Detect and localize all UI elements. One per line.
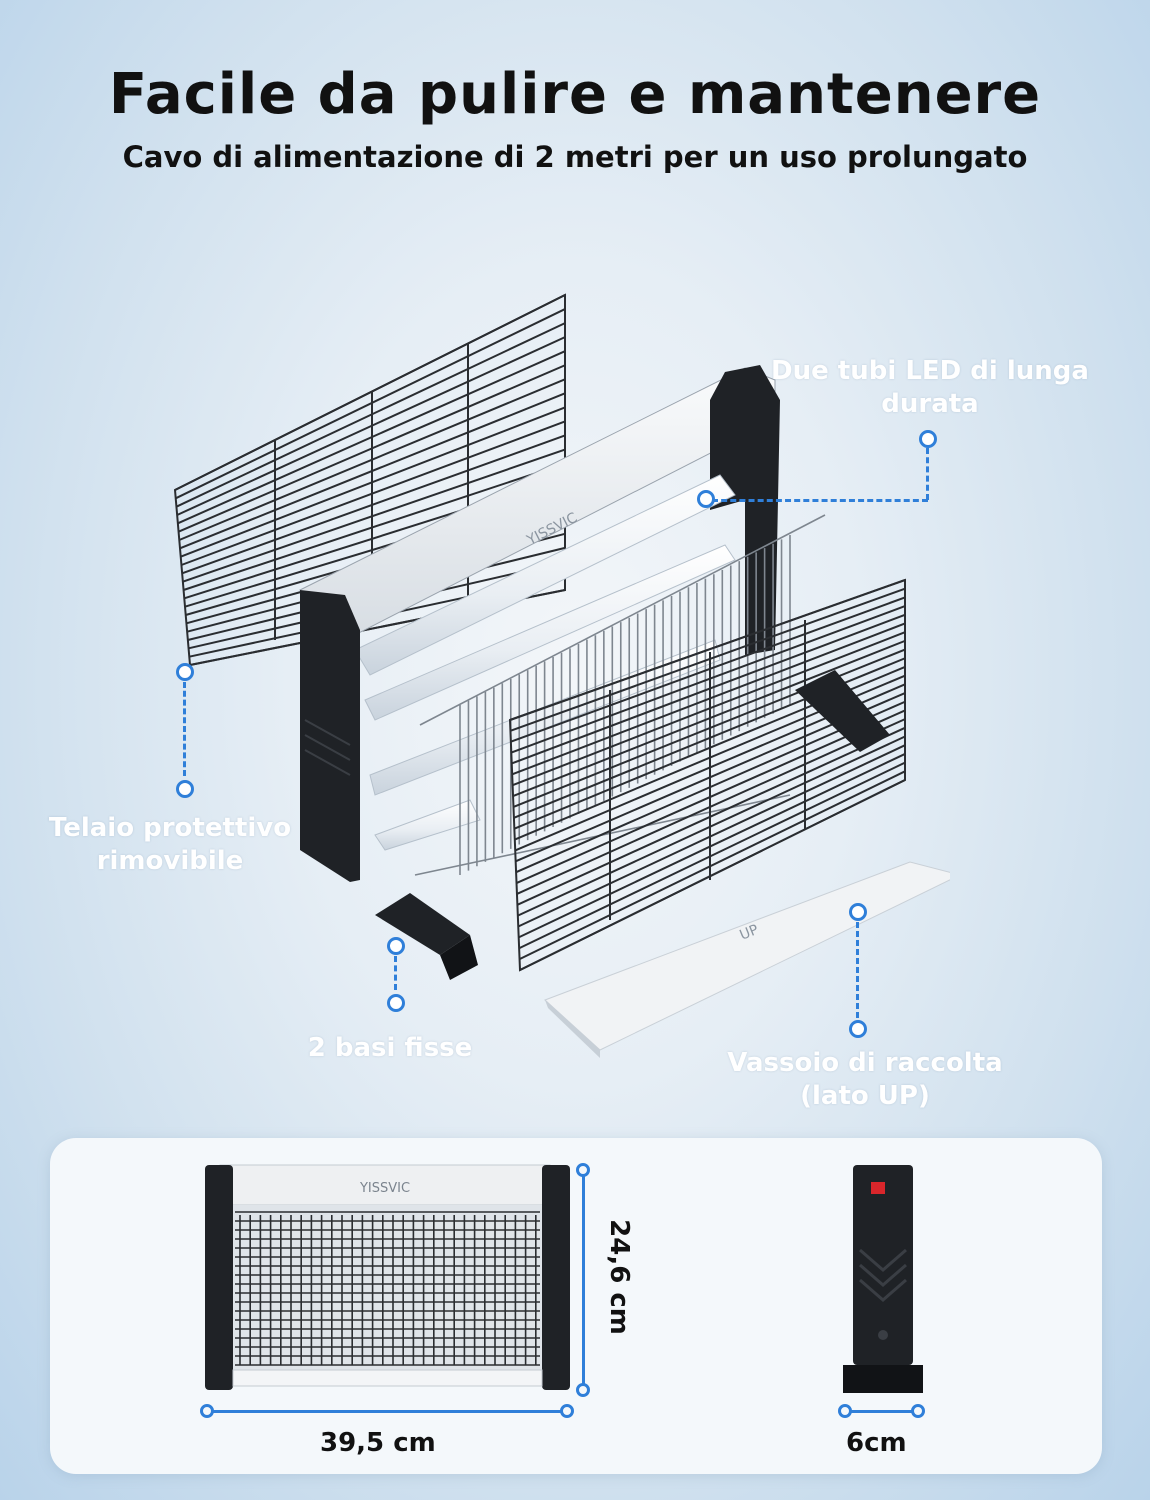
callout-dot (849, 903, 867, 921)
callout-line (394, 956, 397, 990)
power-switch-icon (871, 1182, 885, 1194)
callout-dot (176, 663, 194, 681)
dimension-endpoint (838, 1404, 852, 1418)
bug-zapper-front-view: YISSVIC (205, 1164, 570, 1390)
height-dimension-line (582, 1170, 585, 1388)
page-title: Facile da pulire e mantenere (108, 62, 1042, 127)
callout-led-tubes: Due tubi LED di lunga durata (771, 356, 1089, 419)
callout-dot (387, 994, 405, 1012)
callout-line (926, 448, 929, 500)
callout-dot (849, 1020, 867, 1038)
brand-logo-front: YISSVIC (359, 1181, 410, 1196)
collection-tray: UP (544, 861, 950, 1058)
callout-frame: Telaio protettivo rimovibile (48, 813, 292, 876)
depth-dimension-line (845, 1410, 918, 1413)
page-subtitle: Cavo di alimentazione di 2 metri per un … (122, 140, 1028, 174)
dimension-endpoint (560, 1404, 574, 1418)
left-end-cap (300, 590, 360, 882)
height-label: 24,6 cm (604, 1219, 634, 1335)
dimension-endpoint (911, 1404, 925, 1418)
bug-zapper-side-view (843, 1165, 923, 1393)
callout-line (712, 499, 928, 502)
callout-tray: Vassoio di raccolta (lato UP) (727, 1048, 1003, 1111)
width-label: 39,5 cm (320, 1428, 436, 1458)
callout-line (856, 922, 859, 1018)
tray-up-marking: UP (738, 922, 761, 944)
side-bracket (795, 670, 890, 752)
width-dimension-line (207, 1410, 567, 1413)
right-end-cap (710, 365, 780, 655)
depth-label: 6cm (846, 1428, 907, 1458)
dimension-endpoint (200, 1404, 214, 1418)
dimension-endpoint (576, 1383, 590, 1397)
callout-dot (387, 937, 405, 955)
callout-bases: 2 basi fisse (307, 1033, 473, 1063)
callout-line (183, 682, 186, 776)
dimension-endpoint (576, 1163, 590, 1177)
base-piece (375, 893, 478, 980)
callout-dot (919, 430, 937, 448)
callout-dot (697, 490, 715, 508)
bug-zapper-exploded-illustration: YISSVIC UP (173, 293, 950, 1058)
callout-dot (176, 780, 194, 798)
